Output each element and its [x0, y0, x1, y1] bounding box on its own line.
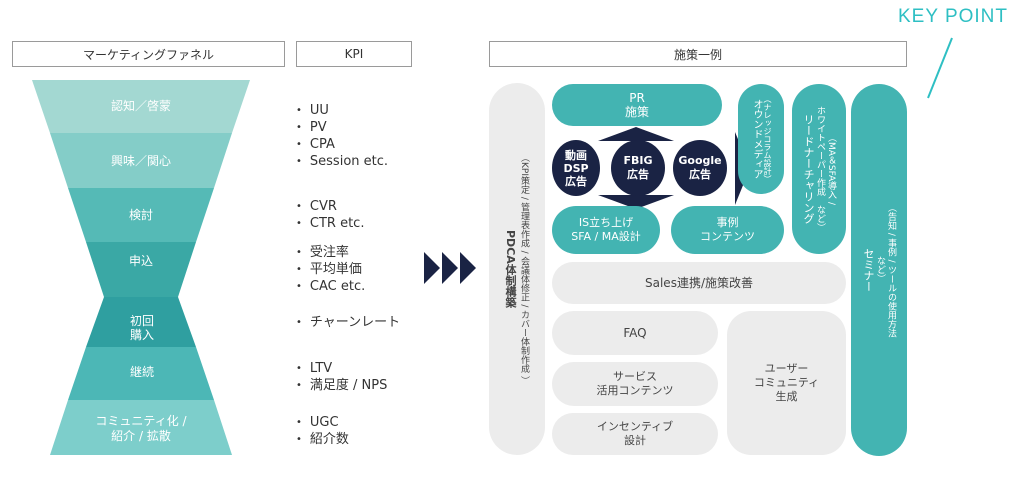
is-setup-pill: IS立ち上げ SFA / MA設計: [552, 206, 660, 254]
lead-nurturing-title: リードナーチャリング: [802, 114, 815, 224]
key-point-label: KEY POINT: [898, 6, 1009, 27]
case-content-pill: 事例 コンテンツ: [671, 206, 784, 254]
pdca-title: PDCA体制構築: [504, 230, 517, 308]
kpi-item: LTV: [296, 361, 387, 378]
lead-nurturing-sub: （MA＆SFA導入 / ホワイトペーパー作成 など）: [815, 106, 836, 232]
kpi-item: CPA: [296, 137, 388, 154]
funnel-band-consideration: [68, 188, 214, 242]
funnel-label-application: 申込: [129, 254, 153, 268]
funnel-label-community: コミュニティ化 / 紹介 / 拡散: [95, 414, 187, 443]
arrow-chevron-2: [442, 252, 458, 284]
funnel-label-consideration: 検討: [129, 207, 153, 222]
funnel-band-awareness: [32, 80, 250, 133]
incentive-pill: インセンティブ 設計: [552, 413, 718, 455]
key-point-line: [927, 37, 953, 99]
owned-media-sub: （ナレッジコラム設計）: [763, 95, 772, 183]
pr-pill: PR 施策: [552, 84, 722, 126]
funnel-band-retention: [68, 347, 214, 400]
arrow-chevron-3: [460, 252, 476, 284]
funnel-label-awareness: 認知／啓蒙: [111, 98, 171, 113]
kpi-item: UU: [296, 103, 388, 120]
ads-up-arrow: [598, 127, 674, 141]
seminar-title: セミナー: [862, 248, 875, 292]
measures-header: 施策一例: [489, 41, 907, 67]
funnel-band-community: [50, 400, 232, 455]
kpi-item: チャーンレート: [296, 315, 400, 332]
funnel-label-interest: 興味／関心: [111, 154, 171, 168]
funnel-label-retention: 継続: [129, 365, 154, 379]
kpi-item: 受注率: [296, 245, 365, 262]
kpi-item: CAC etc.: [296, 279, 365, 296]
funnel-band-application: [86, 242, 196, 297]
ad-circle-fbig: FBIG 広告: [611, 140, 665, 196]
kpi-item: CVR: [296, 199, 364, 216]
owned-media-title: オウンドメディア: [751, 99, 762, 179]
kpi-list-first-purchase: チャーンレート: [296, 315, 400, 332]
kpi-item: 平均単価: [296, 262, 365, 279]
kpi-item: PV: [296, 120, 388, 137]
kpi-list-application: 受注率 平均単価 CAC etc.: [296, 245, 365, 296]
kpi-list-consideration: CVR CTR etc.: [296, 199, 365, 233]
funnel-label-first-purchase: 初回 購入: [129, 314, 154, 342]
seminar-pill: セミナー （告知 / 事例 / ツールの使用方法 など）: [851, 84, 907, 456]
seminar-sub: （告知 / 事例 / ツールの使用方法 など）: [875, 202, 896, 338]
owned-media-pill: オウンドメディア （ナレッジコラム設計）: [738, 84, 784, 194]
pdca-pill: PDCA体制構築 （KPI策定 / 管理表作成 / 会議体修正 / カバー体制作…: [489, 83, 545, 455]
kpi-list-retention: LTV 満足度 / NPS: [296, 361, 387, 395]
ad-circle-video-dsp: 動画 DSP 広告: [552, 140, 600, 196]
service-content-pill: サービス 活用コンテンツ: [552, 362, 718, 406]
kpi-header: KPI: [296, 41, 412, 67]
ad-circle-google: Google 広告: [673, 140, 727, 196]
kpi-item: Session etc.: [296, 154, 388, 171]
faq-pill: FAQ: [552, 311, 718, 355]
kpi-list-community: UGC 紹介数: [296, 415, 349, 449]
funnel-header: マーケティングファネル: [12, 41, 285, 67]
funnel-band-first-purchase: [86, 297, 196, 347]
sales-pill: Sales連携/施策改善: [552, 262, 846, 304]
user-community-pill: ユーザー コミュニティ 生成: [727, 311, 846, 455]
kpi-item: 紹介数: [296, 432, 349, 449]
kpi-list-awareness: UU PV CPA Session etc.: [296, 103, 388, 171]
funnel-band-interest: [50, 133, 232, 188]
arrow-chevron-1: [424, 252, 440, 284]
ads-down-arrow: [598, 195, 674, 209]
kpi-item: UGC: [296, 415, 349, 432]
kpi-item: CTR etc.: [296, 216, 365, 233]
kpi-item: 満足度 / NPS: [296, 378, 387, 395]
lead-nurturing-pill: リードナーチャリング （MA＆SFA導入 / ホワイトペーパー作成 など）: [792, 84, 846, 254]
pdca-sub: （KPI策定 / 管理表作成 / 会議体修正 / カバー体制作成 ）: [519, 152, 529, 386]
